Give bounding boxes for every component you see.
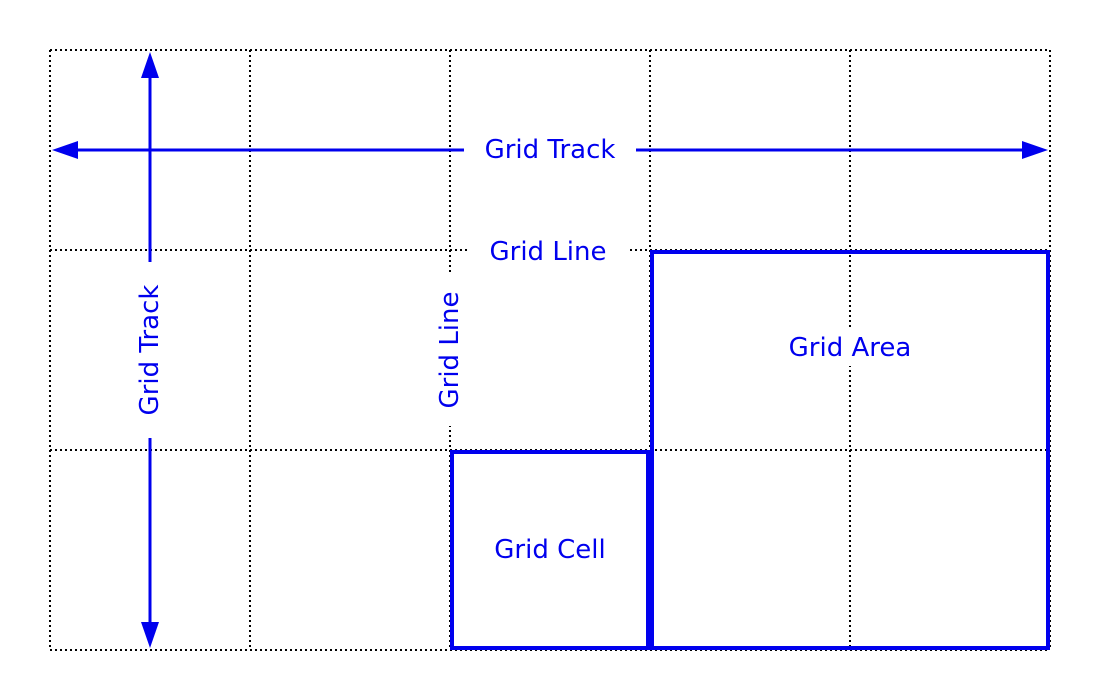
label-mask-vertical-line bbox=[434, 274, 470, 426]
grid-cell-outline bbox=[450, 450, 650, 650]
grid-track-vertical-label: Grid Track bbox=[135, 285, 165, 416]
label-mask-horizontal-track bbox=[464, 132, 636, 168]
grid-line-horizontal-label: Grid Line bbox=[489, 237, 606, 267]
grid-track-horizontal-label: Grid Track bbox=[485, 135, 616, 165]
label-mask-vertical-track bbox=[132, 262, 168, 438]
grid-cell-label: Grid Cell bbox=[494, 535, 605, 565]
grid-line-vertical-label: Grid Line bbox=[435, 291, 465, 408]
down-arrowhead-icon bbox=[141, 622, 159, 648]
label-mask-horizontal-line bbox=[470, 234, 630, 270]
left-arrowhead-icon bbox=[52, 141, 78, 159]
label-mask-grid-area bbox=[838, 330, 862, 366]
up-arrowhead-icon bbox=[141, 52, 159, 78]
right-arrowhead-icon bbox=[1022, 141, 1048, 159]
grid-area-label: Grid Area bbox=[789, 333, 912, 363]
grid-area-outline bbox=[650, 250, 1050, 650]
